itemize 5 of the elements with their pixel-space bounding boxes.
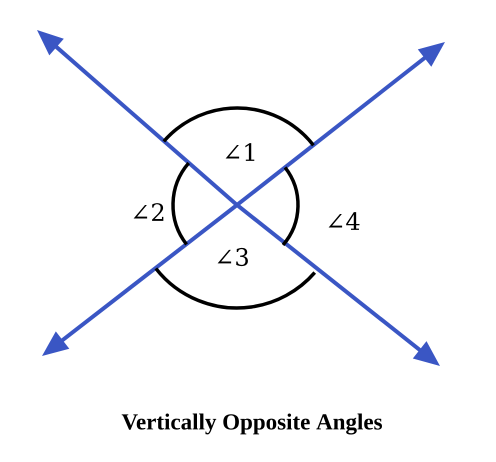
angle-label: ∠3: [218, 248, 248, 266]
angle-label: ∠4: [328, 212, 360, 230]
caption: Vertically Opposite Angles: [122, 413, 382, 434]
angle-label: ∠2: [134, 203, 164, 221]
angle-label: ∠1: [226, 143, 254, 161]
